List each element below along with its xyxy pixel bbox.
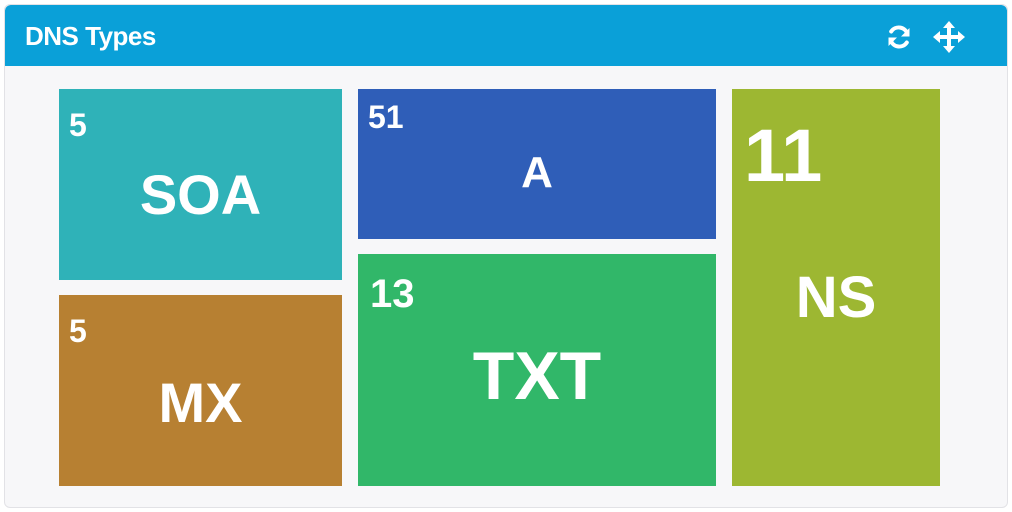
- treemap-tile-a[interactable]: 51 A: [358, 89, 716, 239]
- tile-count: 13: [370, 272, 415, 316]
- refresh-icon: [888, 25, 910, 49]
- widget-title: DNS Types: [25, 21, 156, 51]
- tile-label: TXT: [472, 338, 602, 414]
- refresh-button[interactable]: [883, 21, 915, 53]
- widget-header: DNS Types: [5, 5, 1007, 66]
- move-icon: [933, 21, 965, 53]
- tile-label: NS: [795, 265, 877, 330]
- treemap-tile-txt[interactable]: 13 TXT: [358, 254, 716, 486]
- treemap-tile-ns[interactable]: 11 NS: [732, 89, 940, 486]
- tile-count: 51: [368, 99, 404, 135]
- dns-types-widget: DNS Types 5 SOA 5: [4, 4, 1008, 508]
- tile-label: SOA: [139, 163, 262, 226]
- tile-label: MX: [158, 371, 243, 434]
- tile-count: 11: [744, 114, 823, 197]
- tile-label: A: [521, 148, 553, 197]
- tile-count: 5: [69, 107, 87, 143]
- treemap-tile-soa[interactable]: 5 SOA: [59, 89, 342, 280]
- treemap-chart: 5 SOA 5 MX 51 A 13 TXT 11 NS: [5, 66, 1007, 507]
- treemap-tile-mx[interactable]: 5 MX: [59, 295, 342, 486]
- tile-count: 5: [69, 313, 87, 349]
- move-button[interactable]: [933, 21, 965, 53]
